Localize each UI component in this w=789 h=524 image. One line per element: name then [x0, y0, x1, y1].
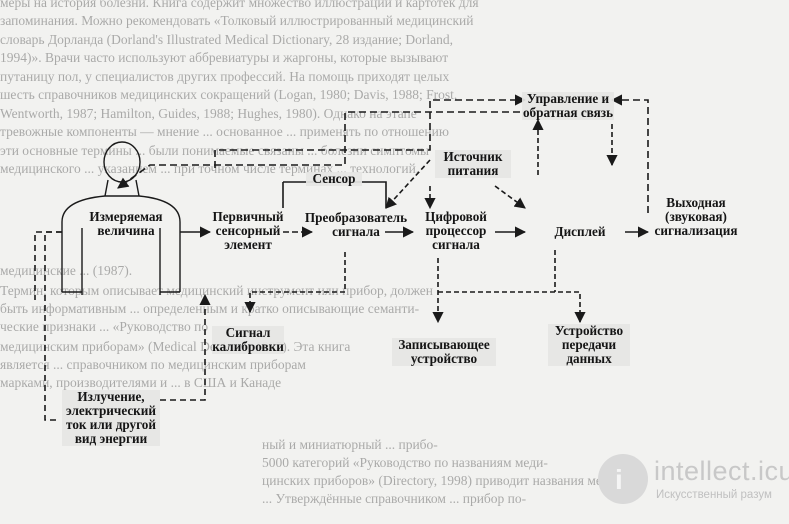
label-dsp: Цифровой процессор сигнала: [412, 210, 500, 252]
label-data-transmission-line-3: данных: [566, 351, 612, 366]
background-text-line: быть информативным ... определенным и кр…: [0, 301, 420, 316]
label-data-transmission-line-1: Устройство: [554, 323, 624, 338]
label-energy: Излучение, электрический ток или другой …: [62, 390, 160, 446]
label-display: Дисплей: [554, 224, 606, 239]
label-measured-value-line-1: Измеряемая: [89, 209, 163, 224]
label-power-source-line-1: Источник: [443, 149, 503, 164]
energy-loop-left: [44, 231, 62, 421]
label-data-transmission: Устройство передачи данных: [548, 324, 630, 366]
background-text-line: Wentworth, 1987; Hamilton, Guides, 1988;…: [0, 106, 417, 121]
background-text-line: 5000 категорий «Руководство по названиям…: [262, 455, 548, 470]
label-recording-device: Записывающее устройство: [392, 338, 496, 366]
arrow-energy-up: [160, 293, 211, 401]
label-energy-line-4: вид энергии: [74, 431, 148, 446]
background-text-line: медицинские ... (1987).: [0, 263, 133, 278]
background-text-line: запоминания. Можно рекомендовать «Толков…: [0, 13, 474, 28]
label-output-alarm-line-3: сигнализация: [654, 223, 738, 238]
label-primary-sensor-line-2: сенсорный: [215, 223, 281, 238]
label-transducer-line-1: Преобразователь: [304, 210, 408, 225]
arrow-power-display: [494, 185, 526, 209]
label-dsp-line-2: процессор: [425, 223, 487, 238]
label-control-feedback-line-2: обратная связь: [522, 105, 614, 120]
background-text-line: является ... справочником по медицинским…: [0, 357, 306, 372]
background-text-line: ческие признаки ... «Руководство по: [0, 319, 209, 334]
background-text-line: словарь Дорланда (Dorland's Illustrated …: [0, 32, 454, 47]
background-text-line: тревожные компоненты — мнение ... основа…: [0, 124, 449, 139]
label-energy-line-2: электрический: [66, 403, 156, 418]
arrow-alarm-to-control: [610, 94, 649, 213]
label-measured-value: Измеряемая величина: [78, 210, 174, 238]
label-sensor: Сенсор: [306, 172, 362, 186]
label-output-alarm: Выходная (звуковая) сигнализация: [648, 196, 744, 238]
label-measured-value-line-2: величина: [97, 223, 155, 238]
background-text-line: шесть справочников медицинских сокращени…: [0, 87, 458, 102]
watermark-name: intellect.icu: [654, 456, 789, 486]
label-recording-device-line-1: Записывающее: [398, 337, 490, 352]
background-text-line: Термин, которым описывает медицинский ин…: [0, 283, 433, 298]
watermark-logo-glyph: i: [615, 464, 623, 495]
label-dsp-line-3: сигнала: [432, 237, 480, 252]
label-recording-device-line-2: устройство: [410, 351, 478, 366]
background-text-line: 1994)». Врачи часто используют аббревиат…: [0, 50, 449, 65]
label-power-source: Источник питания: [435, 150, 511, 178]
background-text-line: меры на история болезни. Книга содержит …: [0, 0, 479, 10]
label-transducer: Преобразователь сигнала: [300, 211, 412, 239]
label-control-feedback-line-1: Управление и: [526, 91, 610, 106]
label-calibration-signal: Сигнал калибровки: [212, 326, 284, 354]
energy-loop-left-outer: [34, 231, 62, 300]
arrow-calibration: [244, 252, 346, 314]
watermark: i intellect.icu Искусственный разум: [598, 450, 789, 510]
label-primary-sensor-line-3: элемент: [224, 237, 272, 252]
background-text-line: ный и миниатюрный ... прибо-: [262, 437, 438, 452]
background-text-line: ... Утверждённые справочником ... прибор…: [262, 491, 527, 506]
label-control-feedback: Управление и обратная связь: [522, 92, 614, 120]
background-text-line: путаницу пол, у специалистов других проф…: [0, 69, 450, 84]
watermark-logo-icon: i: [598, 454, 648, 504]
background-text-line: марками, производителями и ... в США и К…: [0, 375, 282, 390]
label-calibration-signal-line-1: Сигнал: [225, 325, 271, 340]
label-output-alarm-line-1: Выходная: [666, 195, 726, 210]
arrow-power-transducer: [385, 159, 431, 209]
label-calibration-signal-line-2: калибровки: [212, 339, 284, 354]
label-energy-line-1: Излучение,: [77, 389, 145, 404]
arrow-to-control: [214, 94, 527, 168]
label-power-source-line-2: питания: [447, 163, 499, 178]
label-dsp-line-1: Цифровой: [425, 209, 487, 224]
label-primary-sensor: Первичный сенсорный элемент: [205, 210, 291, 252]
label-energy-line-3: ток или другой: [66, 417, 156, 432]
label-primary-sensor-line-1: Первичный: [212, 209, 284, 224]
background-text-line: цинских приборов» (Directory, 1998) прив…: [262, 473, 607, 488]
label-data-transmission-line-2: передачи: [561, 337, 617, 352]
arrow-to-data-transmission: [438, 291, 586, 324]
watermark-sub: Искусственный разум: [656, 489, 772, 501]
label-transducer-line-2: сигнала: [332, 224, 380, 239]
arrow-control-to-patient: [117, 111, 520, 189]
label-output-alarm-line-2: (звуковая): [665, 209, 727, 224]
